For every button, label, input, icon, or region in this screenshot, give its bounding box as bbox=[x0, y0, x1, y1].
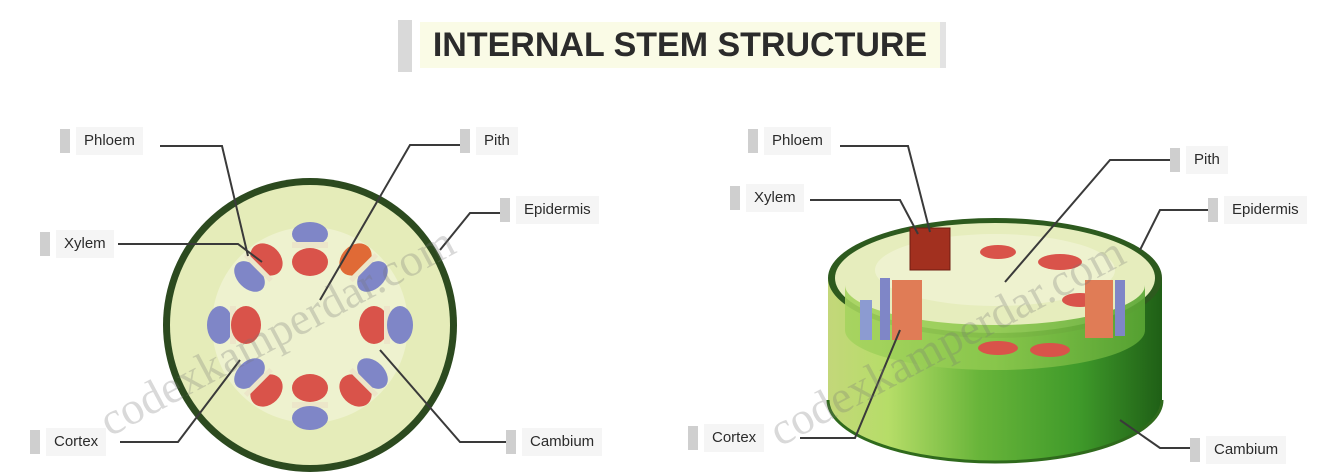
left-cross-section bbox=[118, 145, 510, 472]
right-cylinder bbox=[800, 146, 1212, 462]
